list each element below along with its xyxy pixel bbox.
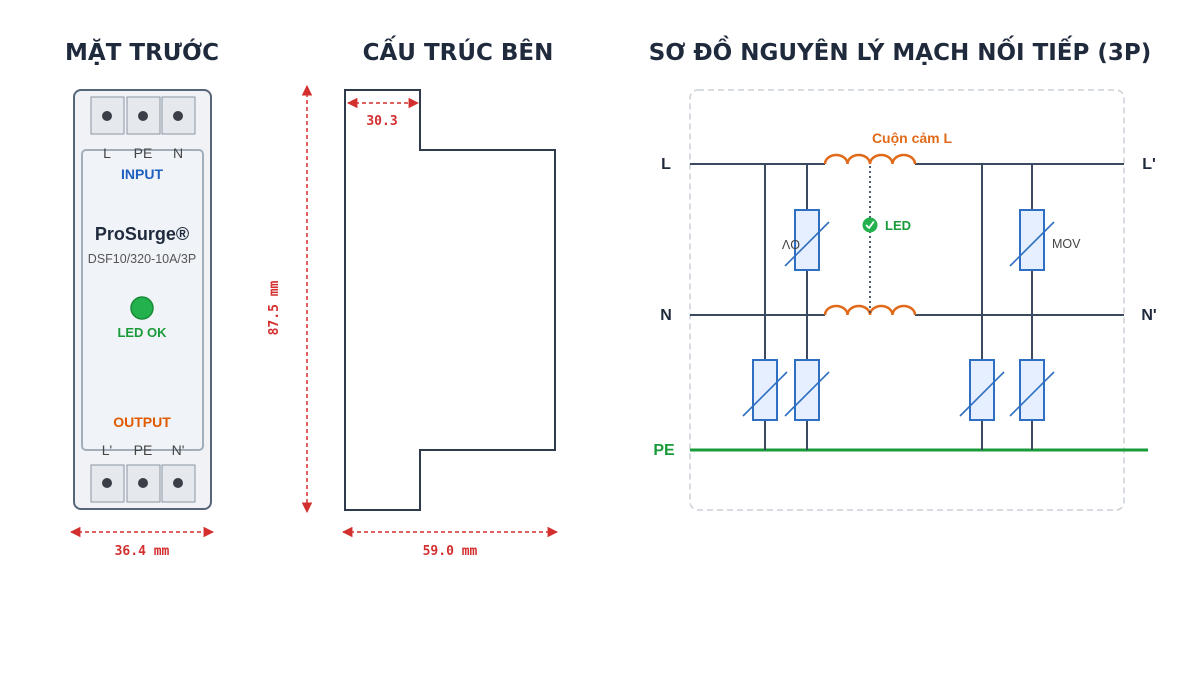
- varistor-slash: [1009, 371, 1055, 417]
- screw-icon: [138, 111, 148, 121]
- schematic-title: SƠ ĐỒ NGUYÊN LÝ MẠCH NỐI TIẾP (3P): [649, 35, 1152, 66]
- inductor-l-icon: [823, 153, 917, 165]
- mov-label-right: MOV: [1052, 237, 1081, 251]
- height-dimension: 87.5 mm: [267, 280, 282, 335]
- varistor-slash: [1009, 221, 1055, 267]
- varistor-slash: [959, 371, 1005, 417]
- schematic-frame: [689, 89, 1125, 511]
- model-number: DSF10/320-10A/3P: [88, 252, 196, 266]
- screw-icon: [173, 478, 183, 488]
- bottom-terminal-block: [90, 464, 196, 503]
- screw-icon: [138, 478, 148, 488]
- side-view-title: CẤU TRÚC BÊN: [363, 35, 554, 66]
- front-view-title: MẶT TRƯỚC: [65, 38, 219, 66]
- mov-pe-3: [969, 359, 995, 421]
- output-label: OUTPUT: [113, 414, 171, 430]
- inductor-n-icon: [823, 304, 917, 316]
- depth-dimension: 59.0 mm: [423, 544, 478, 559]
- top-depth-dimension: 30.3: [366, 114, 397, 129]
- varistor-slash: [784, 371, 830, 417]
- pe-label: PE: [653, 442, 675, 459]
- mov-pe-4: [1019, 359, 1045, 421]
- mov-pe-1: [752, 359, 778, 421]
- terminal-label-n-out: N': [172, 442, 185, 458]
- input-l-label: L: [661, 156, 671, 173]
- varistor-slash: [784, 221, 830, 267]
- led-label: LED: [885, 218, 911, 233]
- terminal-label-l: L: [103, 145, 111, 161]
- terminal-label-pe: PE: [134, 145, 153, 161]
- brand-name: ProSurge®: [95, 224, 189, 244]
- led-ok-label: LED OK: [117, 325, 167, 340]
- mov-label-left: OV: [781, 237, 800, 251]
- input-n-label: N: [660, 307, 672, 324]
- mov-upper-right: [1019, 209, 1045, 271]
- screw-icon: [173, 111, 183, 121]
- varistor-slash: [742, 371, 788, 417]
- front-view: L PE N INPUT ProSurge® DSF10/320-10A/3P …: [69, 89, 215, 559]
- input-label: INPUT: [121, 166, 163, 182]
- side-profile-outline: [344, 89, 556, 511]
- led-check-icon: [862, 217, 878, 233]
- screw-icon: [102, 478, 112, 488]
- inductor-label: Cuộn cảm L: [872, 130, 953, 146]
- terminal-label-n: N: [173, 145, 183, 161]
- status-led-icon: [130, 296, 154, 320]
- top-terminal-block: [90, 96, 196, 135]
- check-mark: [865, 221, 875, 229]
- mov-pe-2: [794, 359, 820, 421]
- output-n-label: N': [1141, 307, 1156, 324]
- mov-upper-left: [794, 209, 820, 271]
- screw-icon: [102, 111, 112, 121]
- terminal-label-l-out: L': [102, 442, 112, 458]
- terminal-label-pe-out: PE: [134, 442, 153, 458]
- width-dimension: 36.4 mm: [115, 544, 170, 559]
- side-view: 87.5 mm 30.3 59.0 mm: [267, 84, 559, 559]
- output-l-label: L': [1142, 156, 1156, 173]
- schematic: Cuộn cảm L LED OV MOV: [653, 89, 1157, 511]
